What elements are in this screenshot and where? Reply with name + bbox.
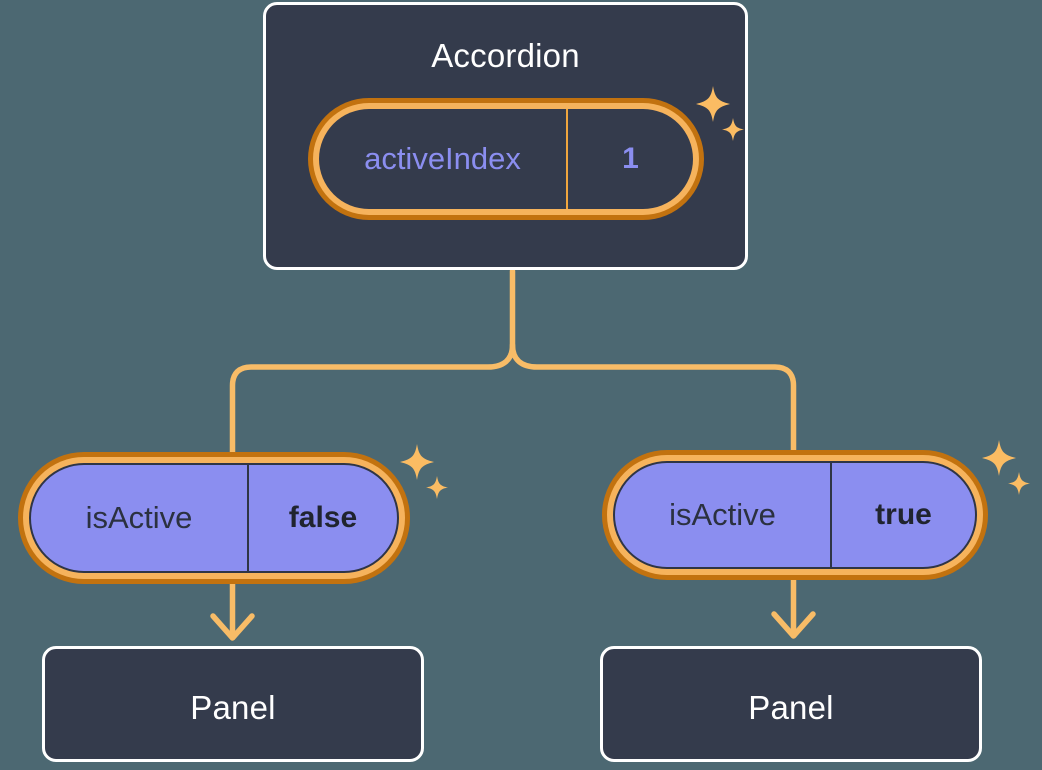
connector-tree-root-to-children-left <box>229 342 516 458</box>
state-pill-isactive-true[interactable]: isActive true <box>602 450 988 580</box>
state-key-label: isActive <box>615 463 832 567</box>
state-pill-isactive-false[interactable]: isActive false <box>18 452 410 584</box>
state-value-label: true <box>875 498 932 531</box>
connector-tree-root-to-children <box>509 268 797 455</box>
state-value-label: 1 <box>622 142 639 175</box>
pill-inner: activeIndex 1 <box>319 109 693 209</box>
panel-title: Panel <box>748 689 834 726</box>
pill-ring: activeIndex 1 <box>313 103 699 215</box>
component-card-panel-left[interactable]: Panel <box>42 646 424 762</box>
arrow-down-icon-left <box>210 613 255 641</box>
panel-title: Panel <box>190 689 276 726</box>
pill-ring: isActive true <box>607 455 983 575</box>
pill-ring: isActive false <box>23 457 405 579</box>
pill-inner: isActive false <box>29 463 399 573</box>
component-card-panel-right[interactable]: Panel <box>600 646 982 762</box>
pill-inner: isActive true <box>613 461 977 569</box>
state-value-label: false <box>288 501 358 534</box>
sparkle-four-point-large-icon <box>982 440 1030 495</box>
page-title: Accordion <box>431 37 580 74</box>
state-key-label: activeIndex <box>319 109 568 209</box>
state-pill-activeindex[interactable]: activeIndex 1 <box>308 98 704 220</box>
arrow-down-icon-right <box>771 611 816 639</box>
state-key-label: isActive <box>31 465 249 571</box>
